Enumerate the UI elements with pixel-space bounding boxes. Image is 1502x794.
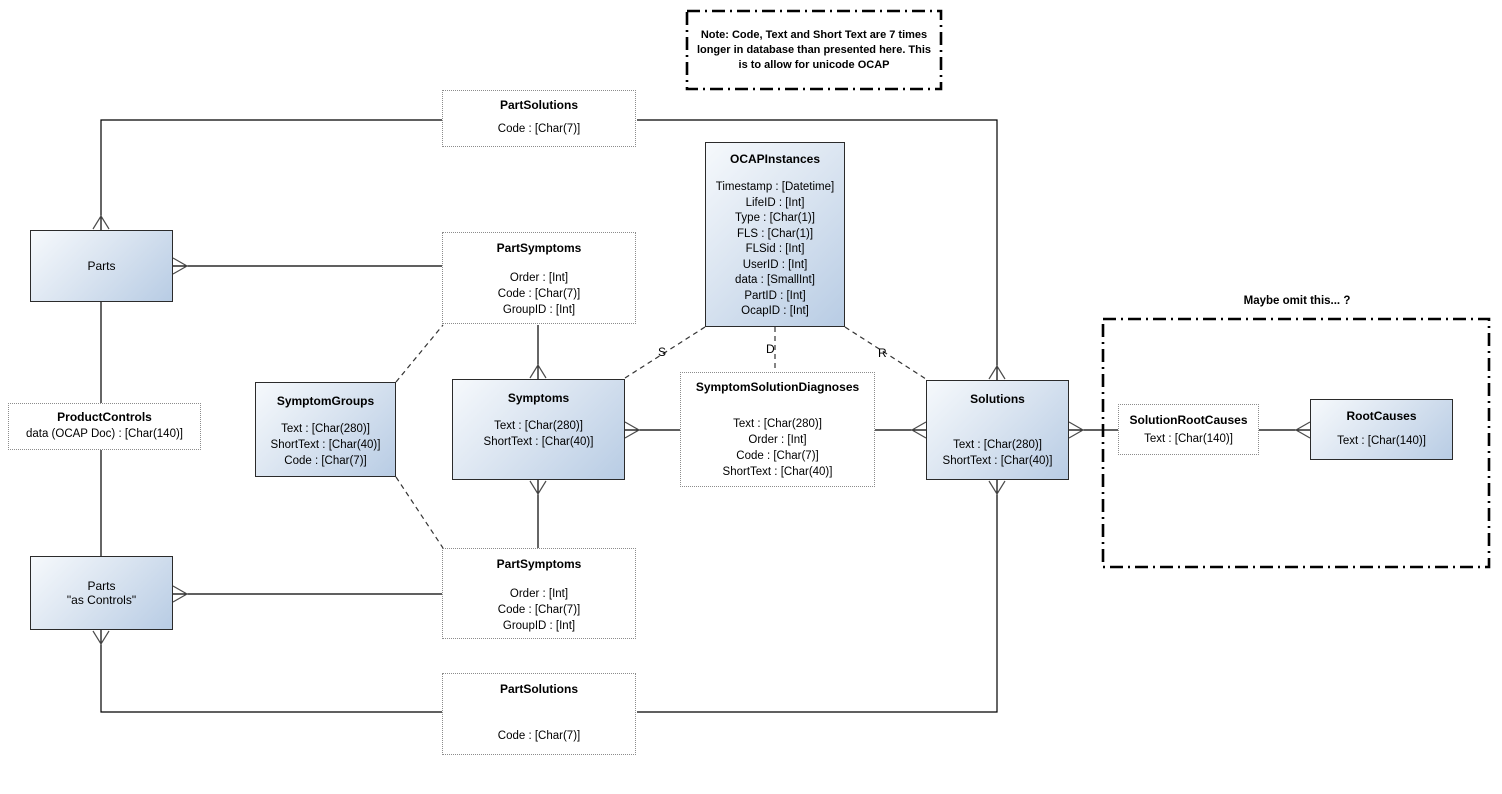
- note-frame: [685, 9, 943, 91]
- entity-title: PartSymptoms: [496, 241, 582, 255]
- entity-field: data (OCAP Doc) : [Char(140)]: [25, 428, 183, 440]
- entity-field: Text : [Char(280)]: [733, 418, 822, 430]
- entity-title: PartSolutions: [499, 682, 578, 696]
- entity-title: ProductControls: [57, 410, 152, 424]
- entity-parts-as-controls[interactable]: Parts "as Controls": [30, 556, 173, 630]
- entity-product-controls[interactable]: ProductControls data (OCAP Doc) : [Char(…: [8, 403, 201, 450]
- entity-title: OCAPInstances: [729, 152, 821, 166]
- entity-title: PartSolutions: [499, 98, 578, 112]
- relation-label-s: S: [658, 345, 667, 359]
- entity-field: ShortText : [Char(40)]: [270, 439, 381, 451]
- entity-title: Symptoms: [507, 391, 570, 405]
- entity-symptom-groups[interactable]: SymptomGroups Text : [Char(280)] ShortTe…: [255, 382, 396, 477]
- entity-field: Text : [Char(140)]: [1337, 435, 1426, 447]
- entity-ocap-instances[interactable]: OCAPInstances Timestamp : [Datetime] Lif…: [705, 142, 845, 327]
- entity-field: FLS : [Char(1)]: [736, 227, 814, 240]
- entity-field: Code : [Char(7)]: [497, 730, 581, 742]
- entity-part-solutions-top[interactable]: PartSolutions Code : [Char(7)]: [442, 90, 636, 147]
- entity-title: SymptomGroups: [276, 394, 375, 408]
- entity-field: UserID : [Int]: [742, 258, 808, 271]
- entity-field: GroupID : [Int]: [502, 620, 576, 632]
- note-text: Note: Code, Text and Short Text are 7 ti…: [696, 28, 932, 71]
- entity-field: Code : [Char(7)]: [284, 455, 367, 467]
- entity-field: FLSid : [Int]: [745, 243, 805, 255]
- entity-field: Code : [Char(7)]: [497, 123, 581, 135]
- maybe-omit-frame: [1101, 317, 1491, 569]
- entity-solutions[interactable]: Solutions Text : [Char(280)] ShortText :…: [926, 380, 1069, 480]
- entity-field: OcapID : [Int]: [741, 305, 809, 317]
- annotation-frames: [685, 9, 1491, 569]
- entity-field: Text : [Char(140)]: [1144, 433, 1233, 445]
- entity-symptoms[interactable]: Symptoms Text : [Char(280)] ShortText : …: [452, 379, 625, 480]
- entity-field: Text : [Char(280)]: [281, 423, 370, 435]
- entity-field: ShortText : [Char(40)]: [483, 436, 594, 448]
- entity-parts[interactable]: Parts: [30, 230, 173, 302]
- entity-part-symptoms-bottom[interactable]: PartSymptoms Order : [Int] Code : [Char(…: [442, 548, 636, 639]
- entity-field: Order : [Int]: [509, 272, 569, 284]
- entity-field: GroupID : [Int]: [502, 304, 576, 316]
- entity-field: Timestamp : [Datetime]: [715, 181, 835, 193]
- entity-field: Text : [Char(280)]: [494, 420, 583, 432]
- entity-title: PartSymptoms: [496, 557, 582, 571]
- entity-title: Parts: [87, 259, 116, 273]
- solid-connectors: [100, 119, 1310, 713]
- dashed-connectors: [395, 324, 927, 549]
- entity-field: Text : [Char(280)]: [953, 439, 1042, 451]
- entity-title: Parts: [87, 579, 116, 593]
- entity-field: ShortText : [Char(40)]: [942, 455, 1053, 467]
- note-annotation: Note: Code, Text and Short Text are 7 ti…: [692, 12, 936, 88]
- entity-field: Code : [Char(7)]: [497, 288, 581, 300]
- entity-field: Order : [Int]: [748, 434, 807, 446]
- entity-root-causes[interactable]: RootCauses Text : [Char(140)]: [1310, 399, 1453, 460]
- crows-foot-markers: [92, 214, 1311, 646]
- entity-title: SymptomSolutionDiagnoses: [695, 380, 860, 394]
- entity-title: Solutions: [970, 392, 1025, 406]
- maybe-omit-label: Maybe omit this... ?: [1243, 295, 1351, 307]
- entity-field: LifeID : [Int]: [745, 196, 805, 209]
- relation-label-r: R: [878, 346, 887, 360]
- entity-field: Order : [Int]: [509, 588, 569, 600]
- entity-symptom-solution-diagnoses[interactable]: SymptomSolutionDiagnoses Text : [Char(28…: [680, 372, 875, 487]
- entity-field: data : [SmallInt]: [735, 274, 815, 286]
- entity-subtitle: "as Controls": [66, 593, 137, 607]
- entity-title: SolutionRootCauses: [1129, 413, 1248, 427]
- entity-field: Code : [Char(7)]: [497, 604, 581, 616]
- entity-field: Type : [Char(1)]: [735, 212, 815, 224]
- entity-title: RootCauses: [1346, 409, 1417, 423]
- entity-solution-root-causes[interactable]: SolutionRootCauses Text : [Char(140)]: [1118, 404, 1259, 455]
- entity-field: ShortText : [Char(40)]: [722, 466, 833, 478]
- entity-field: PartID : [Int]: [744, 289, 806, 302]
- relation-label-d: D: [766, 342, 775, 356]
- entity-field: Code : [Char(7)]: [736, 450, 819, 462]
- entity-part-solutions-bottom[interactable]: PartSolutions Code : [Char(7)]: [442, 673, 636, 755]
- entity-part-symptoms-top[interactable]: PartSymptoms Order : [Int] Code : [Char(…: [442, 232, 636, 324]
